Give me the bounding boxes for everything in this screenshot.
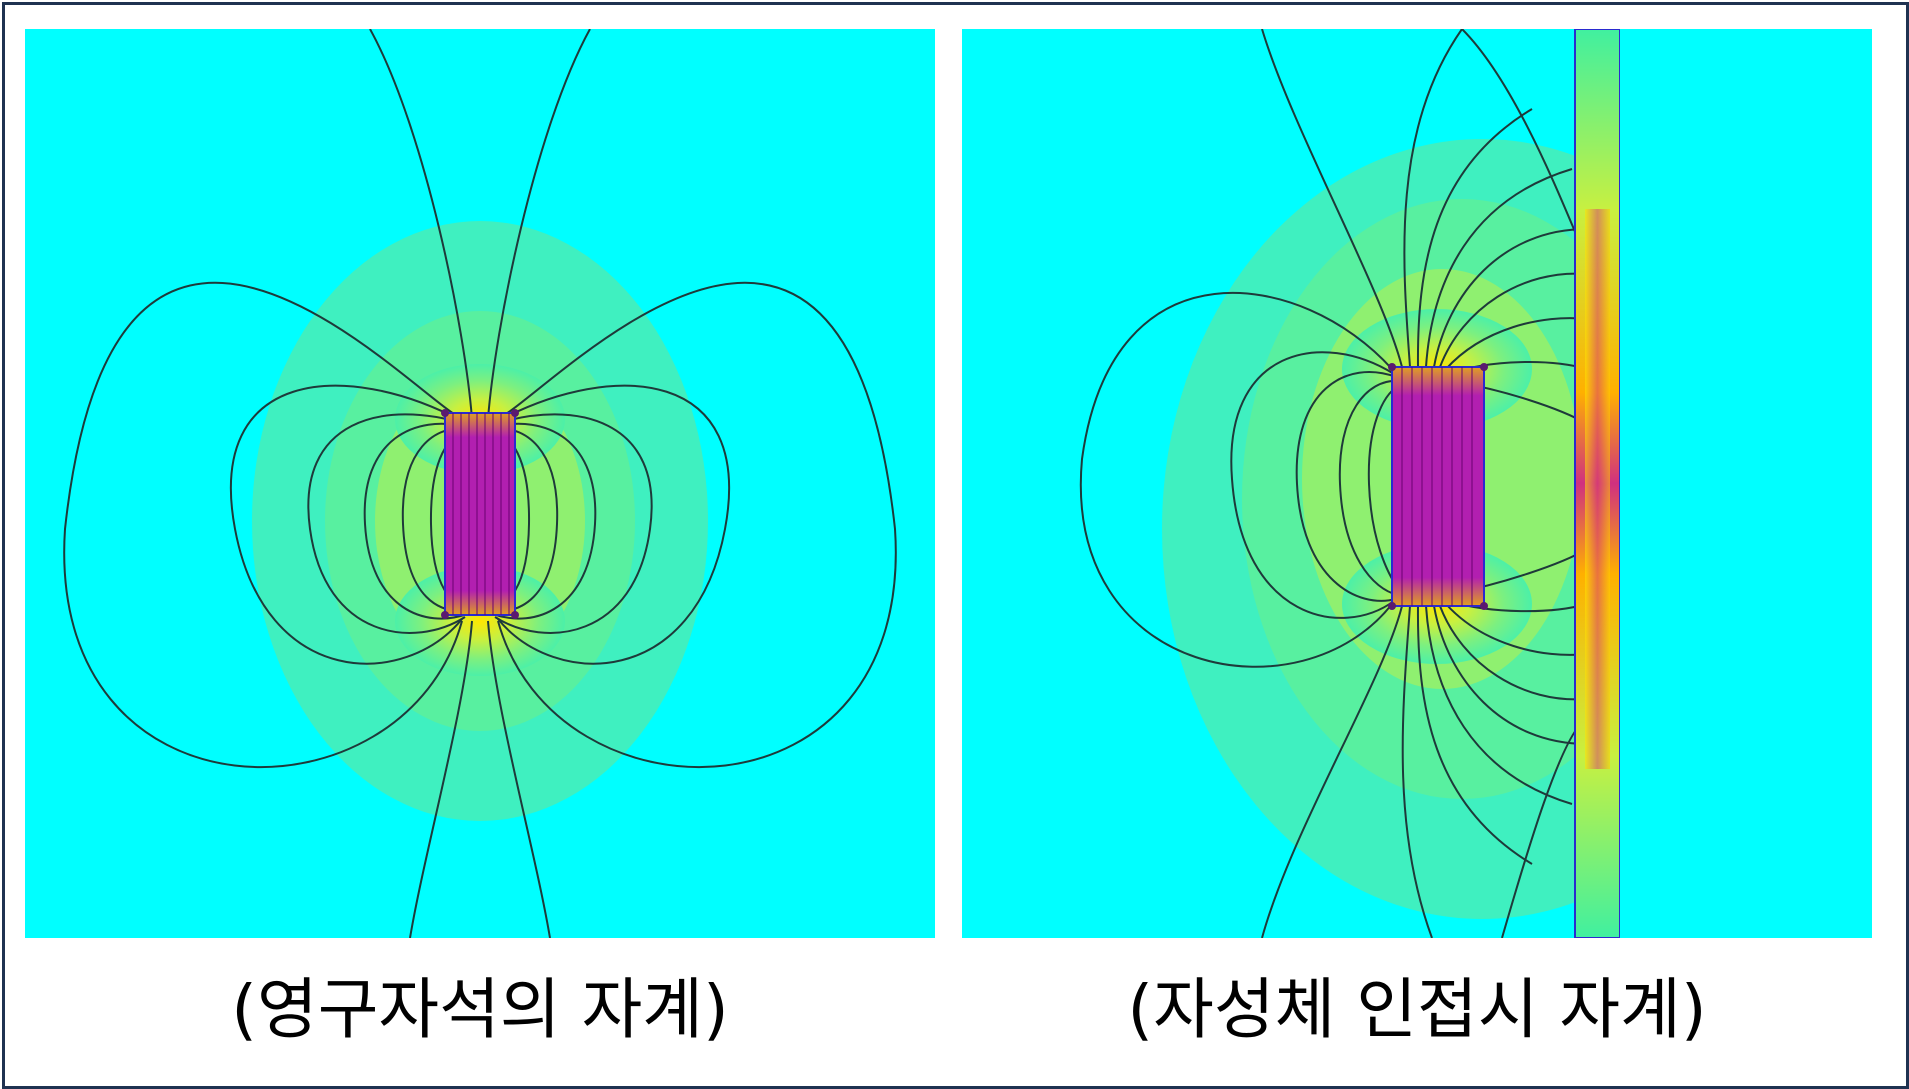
caption-permanent-magnet-field: (영구자석의 자계)	[231, 971, 729, 1048]
caption-adjacent-magnetic-body-field: (자성체 인접시 자계)	[1127, 971, 1707, 1048]
plate-right-region	[1620, 29, 1872, 938]
magnetic-body-plate-core	[1585, 209, 1610, 769]
permanent-magnet-field-panel	[25, 29, 935, 938]
magnet-corner-nodes	[1388, 363, 1488, 610]
magnet-internal-lines	[452, 413, 510, 615]
permanent-magnet	[444, 412, 516, 616]
magnet-internal-lines	[1401, 367, 1473, 606]
adjacent-magnetic-body-field-diagram	[962, 29, 1872, 938]
magnet-corner-nodes	[441, 409, 519, 619]
adjacent-magnetic-body-field-panel	[962, 29, 1872, 938]
permanent-magnet	[1391, 366, 1485, 607]
permanent-magnet-field-diagram	[25, 29, 935, 938]
field-intensity-bottom-pole	[395, 566, 565, 676]
